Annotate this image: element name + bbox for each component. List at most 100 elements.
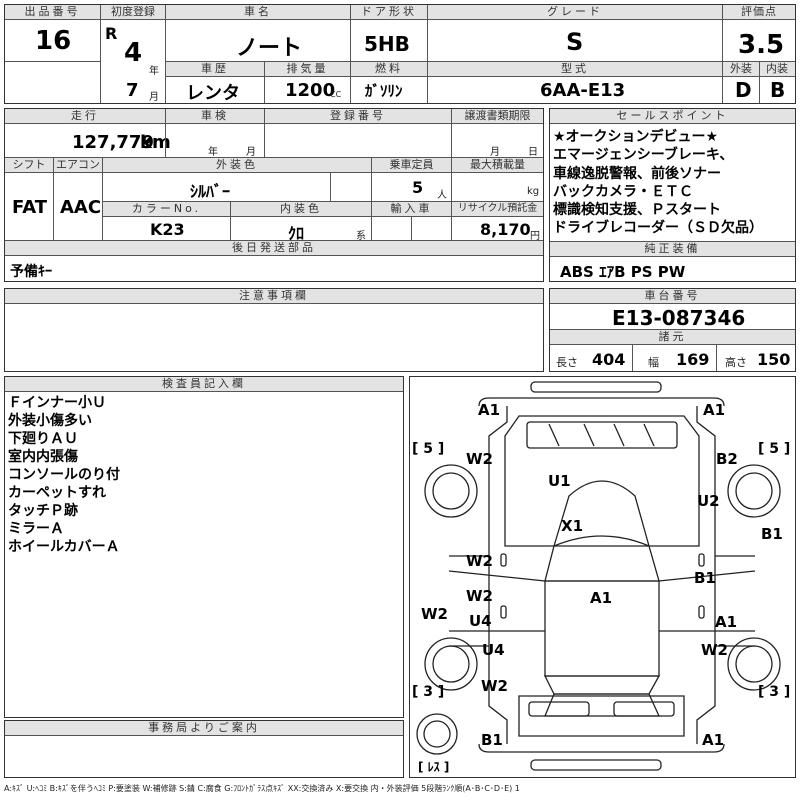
damage-mark: U2 xyxy=(697,492,720,510)
damage-mark: X1 xyxy=(561,517,584,535)
chassis-number: E13-087346 xyxy=(612,306,746,330)
vehicle-details-section xyxy=(4,108,544,282)
color-no: K23 xyxy=(150,220,185,239)
office-section xyxy=(4,720,404,778)
recycle-label: リサイクル預託金 xyxy=(452,202,543,217)
capacity: 5 xyxy=(412,178,424,197)
fuel: ｶﾞｿﾘﾝ xyxy=(365,82,403,100)
ext-color-label: 外装色 xyxy=(103,158,371,173)
recycle-fee: 8,170 xyxy=(480,220,531,239)
spare-tire: [ ﾚｽ ] xyxy=(418,760,450,774)
damage-mark: A1 xyxy=(703,401,726,419)
damage-mark: A1 xyxy=(478,401,501,419)
history: レンタ xyxy=(186,83,240,104)
damage-mark: W2 xyxy=(466,450,493,468)
inspector-note-line: Ｆインナー小Ｕ xyxy=(8,395,106,411)
inspector-note-line: ミラーＡ xyxy=(8,521,64,537)
ext-color: ｼﾙﾊﾞｰ xyxy=(190,182,231,201)
recycle-unit: 円 xyxy=(530,231,540,242)
top-section xyxy=(4,4,796,104)
tire-tread-rear-left: [ 3 ] xyxy=(412,684,445,700)
length-label: 長さ xyxy=(556,356,578,369)
car-outline xyxy=(416,381,781,771)
transfer-month: 月 xyxy=(490,147,500,158)
inspection-month-unit: 月 xyxy=(246,147,256,158)
damage-mark: W2 xyxy=(421,605,448,623)
damage-mark: A1 xyxy=(590,589,613,607)
equipment: ABS ｴｱB PS PW xyxy=(560,263,686,281)
shift: FAT xyxy=(12,197,48,218)
ac-label: エアコン xyxy=(54,158,102,173)
width: 169 xyxy=(676,350,710,369)
car-name: ノート xyxy=(236,36,303,61)
inspection-year-unit: 年 xyxy=(208,147,218,158)
inspector-note-line: コンソールのり付 xyxy=(8,467,120,483)
chassis-label: 車台番号 xyxy=(550,289,795,304)
sales-point-line: ドライブレコーダー（ＳＤ欠品） xyxy=(553,220,763,237)
inspector-note-line: 室内内張傷 xyxy=(8,449,78,465)
inspector-note-line: 下廻りＡＵ xyxy=(8,431,78,447)
legend: A:ｷｽﾞ U:ﾍｺﾐ B:ｷｽﾞを伴うﾍｺﾐ P:要塗装 W:補修跡 S:錆 … xyxy=(4,784,520,793)
lot-number-label: 出品番号 xyxy=(5,5,100,20)
notes-label: 注意事項欄 xyxy=(5,289,543,304)
damage-mark: B2 xyxy=(716,450,738,468)
damage-mark: B1 xyxy=(481,731,503,749)
inspector-section xyxy=(4,376,404,718)
reg-year: 4 xyxy=(124,38,143,68)
sales-point-line: 標識検知支援、Ｐスタート xyxy=(553,202,721,219)
door-label: ドア形状 xyxy=(351,5,427,20)
mileage-label: 走行 xyxy=(5,109,165,124)
mileage: 127,779 xyxy=(72,132,154,153)
damage-mark: W2 xyxy=(481,677,508,695)
damage-mark: A1 xyxy=(702,731,725,749)
notes-section xyxy=(4,288,544,372)
grade: S xyxy=(566,28,584,56)
length: 404 xyxy=(592,350,626,369)
history-label: 車歴 xyxy=(166,62,264,77)
year-unit: 年 xyxy=(149,66,159,77)
damage-mark: B1 xyxy=(694,569,716,587)
inspector-note-line: カーペットすれ xyxy=(8,485,106,501)
damage-mark: A1 xyxy=(715,613,738,631)
width-label: 幅 xyxy=(648,356,659,369)
inspector-note-line: 外装小傷多い xyxy=(8,413,92,429)
sales-points-section xyxy=(549,108,796,282)
interior-grade: B xyxy=(770,78,786,102)
tire-tread-front-right: [ 5 ] xyxy=(758,441,791,457)
later-parts-label: 後日発送部品 xyxy=(5,241,543,256)
chassis-section xyxy=(549,288,796,372)
damage-diagram xyxy=(409,376,796,778)
displacement-label: 排気量 xyxy=(265,62,350,77)
max-load-unit: kg xyxy=(527,186,540,197)
lot-number: 16 xyxy=(35,26,72,56)
sales-points-label: セールスポイント xyxy=(550,109,795,124)
int-color-unit: 系 xyxy=(356,231,366,242)
later-parts: 予備ｷｰ xyxy=(10,264,52,280)
sales-point-line: エマージェンシーブレーキ、 xyxy=(553,147,734,164)
damage-mark: W2 xyxy=(466,587,493,605)
exterior-grade: D xyxy=(735,78,752,102)
inspector-note-line: ホイールカバーＡ xyxy=(8,539,120,555)
fuel-label: 燃料 xyxy=(351,62,427,77)
height-label: 高さ xyxy=(725,356,747,369)
first-reg-label: 初度登録 xyxy=(101,5,165,20)
max-load-label: 最大積載量 xyxy=(452,158,543,173)
inspection-label: 車検 xyxy=(166,109,264,124)
cc-unit: CC xyxy=(330,90,342,99)
score: 3.5 xyxy=(738,30,785,60)
model-label: 型式 xyxy=(428,62,722,77)
equipment-label: 純正装備 xyxy=(550,242,795,257)
exterior-grade-label: 外装 xyxy=(723,62,759,77)
model: 6AA-E13 xyxy=(540,80,626,101)
tire-tread-rear-right: [ 3 ] xyxy=(758,684,791,700)
score-label: 評価点 xyxy=(723,5,795,20)
damage-mark: U4 xyxy=(469,612,492,630)
height: 150 xyxy=(757,350,791,369)
interior-grade-label: 内装 xyxy=(759,62,795,77)
grade-label: グレード xyxy=(428,5,722,20)
color-no-label: カラーNo. xyxy=(103,202,230,217)
int-color-label: 内装色 xyxy=(231,202,371,217)
damage-mark: W2 xyxy=(701,641,728,659)
sales-point-line: 車線逸脱警報、前後ソナー xyxy=(553,165,721,182)
